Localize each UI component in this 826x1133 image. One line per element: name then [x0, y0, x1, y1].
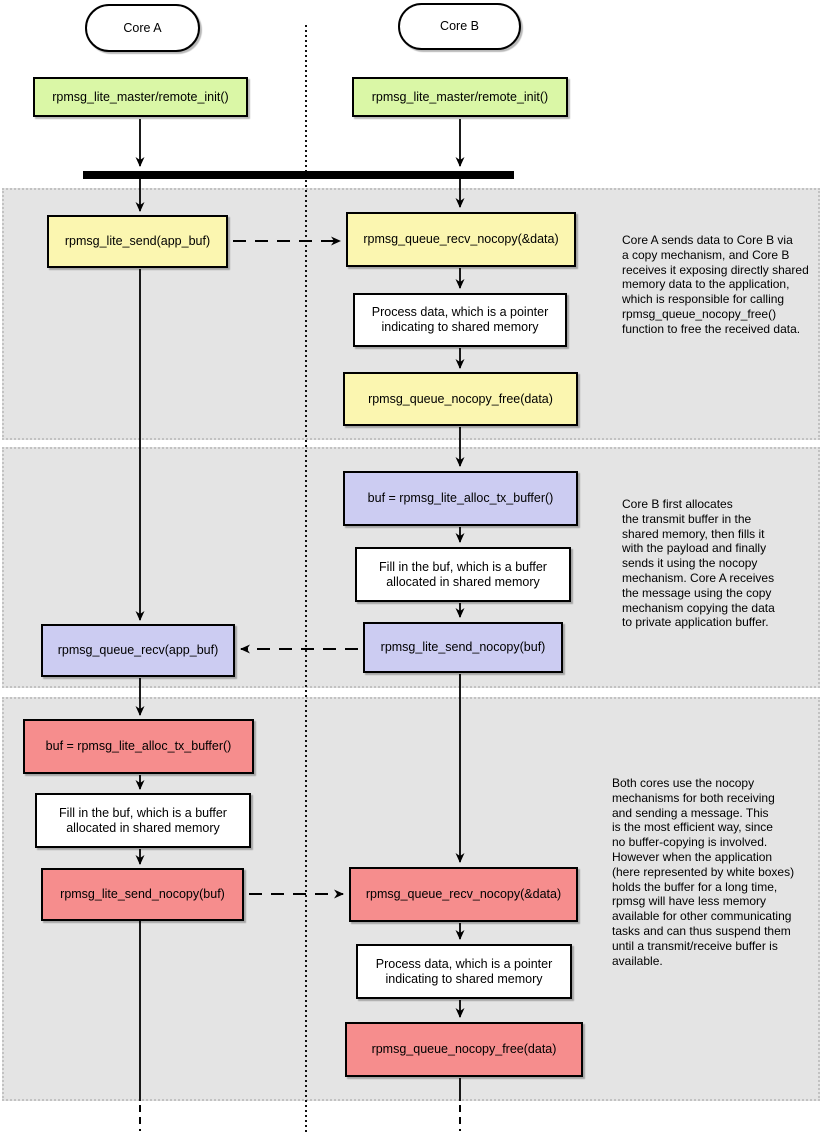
box-label: buf = rpmsg_lite_alloc_tx_buffer()	[367, 491, 554, 505]
lane-header-core-a: Core A	[85, 4, 200, 52]
sec3-fill-buf-box: Fill in the buf, which is a buffer alloc…	[35, 793, 251, 848]
box-label: Process data, which is a pointer indicat…	[375, 956, 553, 986]
lane-label: Core B	[440, 19, 479, 33]
sec2-rpmsg-lite-send-nocopy-box: rpmsg_lite_send_nocopy(buf)	[363, 622, 563, 673]
box-label: rpmsg_queue_recv(app_buf)	[57, 643, 219, 657]
sec1-rpmsg-queue-recv-nocopy-box: rpmsg_queue_recv_nocopy(&data)	[346, 212, 576, 267]
sec2-annotation: Core B first allocates the transmit buff…	[622, 497, 775, 630]
box-label: rpmsg_queue_recv_nocopy(&data)	[363, 232, 559, 246]
sec3-rpmsg-queue-recv-nocopy-box: rpmsg_queue_recv_nocopy(&data)	[349, 867, 578, 922]
sec1-rpmsg-lite-send-box: rpmsg_lite_send(app_buf)	[47, 215, 228, 268]
box-label: rpmsg_lite_send_nocopy(buf)	[60, 887, 225, 901]
core-b-init-box: rpmsg_lite_master/remote_init()	[352, 77, 568, 117]
sec3-rpmsg-lite-send-nocopy-box: rpmsg_lite_send_nocopy(buf)	[41, 868, 244, 921]
box-label: Fill in the buf, which is a buffer alloc…	[59, 805, 227, 835]
lane-header-core-b: Core B	[398, 3, 521, 50]
box-label: rpmsg_queue_recv_nocopy(&data)	[365, 887, 562, 901]
box-label: rpmsg_lite_send(app_buf)	[64, 234, 211, 248]
sync-bar	[83, 171, 514, 179]
sec3-process-data-box: Process data, which is a pointer indicat…	[356, 944, 572, 999]
init-label: rpmsg_lite_master/remote_init()	[371, 89, 549, 104]
sec3-rpmsg-queue-nocopy-free-box: rpmsg_queue_nocopy_free(data)	[345, 1022, 583, 1077]
box-label: Fill in the buf, which is a buffer alloc…	[379, 559, 547, 589]
box-label: buf = rpmsg_lite_alloc_tx_buffer()	[45, 739, 232, 753]
box-label: rpmsg_lite_send_nocopy(buf)	[380, 640, 546, 654]
init-label: rpmsg_lite_master/remote_init()	[52, 89, 229, 104]
box-label: rpmsg_queue_nocopy_free(data)	[371, 1042, 557, 1056]
sec1-rpmsg-queue-nocopy-free-box: rpmsg_queue_nocopy_free(data)	[343, 372, 578, 426]
lane-label: Core A	[123, 20, 162, 35]
sec2-fill-buf-box: Fill in the buf, which is a buffer alloc…	[355, 547, 571, 602]
sec2-rpmsg-queue-recv-box: rpmsg_queue_recv(app_buf)	[41, 624, 235, 677]
sec3-annotation: Both cores use the nocopy mechanisms for…	[612, 776, 795, 968]
sec1-annotation: Core A sends data to Core B via a copy m…	[622, 233, 809, 336]
sec3-alloc-tx-buffer-box: buf = rpmsg_lite_alloc_tx_buffer()	[23, 719, 254, 774]
sec2-alloc-tx-buffer-box: buf = rpmsg_lite_alloc_tx_buffer()	[343, 471, 578, 526]
box-label: Process data, which is a pointer indicat…	[371, 305, 549, 334]
box-label: rpmsg_queue_nocopy_free(data)	[368, 391, 553, 406]
sec1-process-data-box: Process data, which is a pointer indicat…	[353, 293, 567, 347]
core-a-init-box: rpmsg_lite_master/remote_init()	[33, 77, 248, 117]
